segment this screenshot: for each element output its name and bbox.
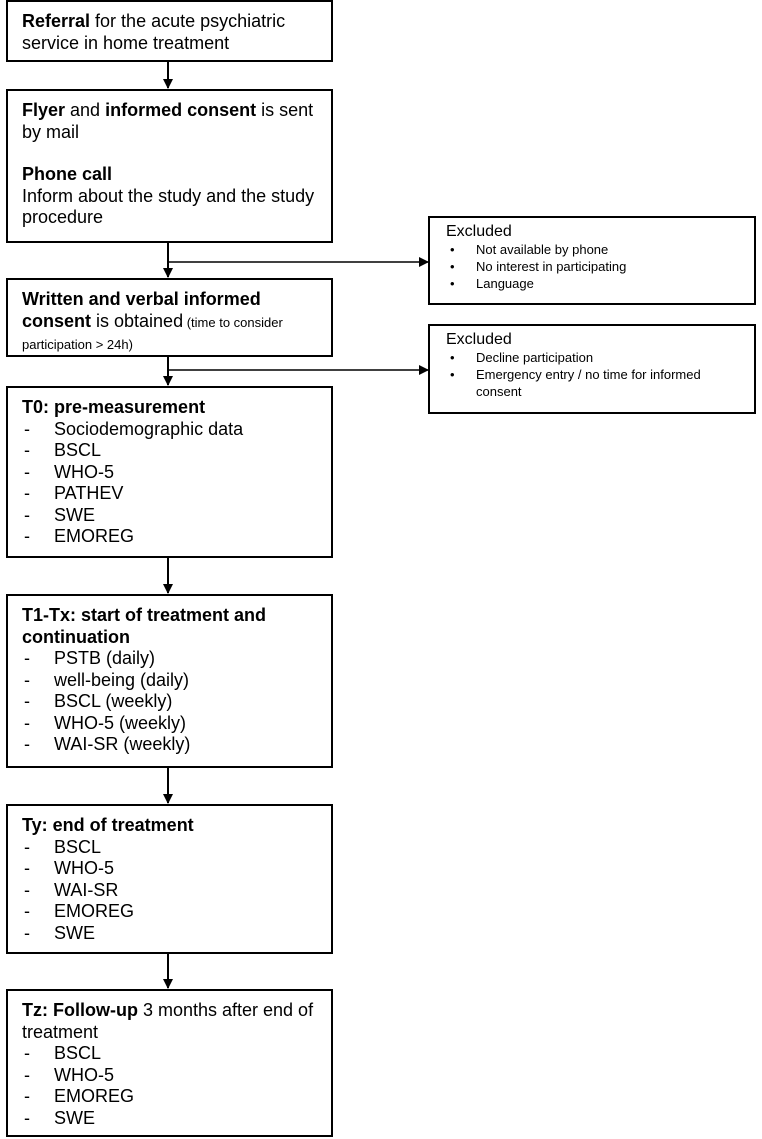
measure-item: SWE bbox=[22, 505, 319, 527]
t1-list: PSTB (daily) well-being (daily) BSCL (we… bbox=[22, 648, 319, 756]
measure-item: PSTB (daily) bbox=[22, 648, 319, 670]
measure-item: well-being (daily) bbox=[22, 670, 319, 692]
excluded-item: Decline participation bbox=[446, 349, 744, 366]
excluded-title-1: Excluded bbox=[446, 223, 512, 240]
measure-item: WHO-5 bbox=[22, 1065, 319, 1087]
measure-item: BSCL bbox=[22, 440, 319, 462]
measure-item: BSCL bbox=[22, 837, 319, 859]
measure-item: WHO-5 (weekly) bbox=[22, 713, 319, 735]
measure-item: PATHEV bbox=[22, 483, 319, 505]
excluded-title-2: Excluded bbox=[446, 331, 512, 348]
tz-title-bold: Tz: Follow-up bbox=[22, 1000, 138, 1020]
ty-list: BSCL WHO-5 WAI-SR EMOREG SWE bbox=[22, 837, 319, 945]
consent-text: is obtained bbox=[91, 310, 184, 331]
t0-list: Sociodemographic data BSCL WHO-5 PATHEV … bbox=[22, 419, 319, 548]
measure-item: EMOREG bbox=[22, 901, 319, 923]
t1-box: T1-Tx: start of treatment and continuati… bbox=[6, 594, 333, 768]
measure-item: EMOREG bbox=[22, 526, 319, 548]
consent-bold: informed consent bbox=[105, 100, 257, 120]
tz-title-rest: 3 months after end of treatment bbox=[22, 1000, 314, 1042]
flyer-bold: Flyer bbox=[22, 100, 66, 120]
ty-box: Ty: end of treatment BSCL WHO-5 WAI-SR E… bbox=[6, 804, 333, 954]
tz-list: BSCL WHO-5 EMOREG SWE bbox=[22, 1043, 319, 1129]
excluded-item: Emergency entry / no time for informed c… bbox=[446, 366, 744, 400]
t1-title: T1-Tx: start of treatment and continuati… bbox=[22, 605, 267, 647]
contact-box: Flyer and informed consent is sent by ma… bbox=[6, 89, 333, 243]
measure-item: SWE bbox=[22, 1108, 319, 1130]
flyer-rest: is sent by mail bbox=[22, 100, 314, 142]
referral-text: for the acute psychiatric service in hom… bbox=[22, 11, 286, 53]
measure-item: Sociodemographic data bbox=[22, 419, 319, 441]
phone-title: Phone call bbox=[22, 164, 113, 184]
ty-title: Ty: end of treatment bbox=[22, 815, 194, 835]
flyer-and: and bbox=[65, 100, 106, 120]
measure-item: EMOREG bbox=[22, 1086, 319, 1108]
excluded-box-1: Excluded Not available by phone No inter… bbox=[428, 216, 756, 305]
excluded-box-2: Excluded Decline participation Emergency… bbox=[428, 324, 756, 414]
excluded-item: Language bbox=[446, 275, 744, 292]
measure-item: BSCL bbox=[22, 1043, 319, 1065]
measure-item: SWE bbox=[22, 923, 319, 945]
measure-item: WAI-SR bbox=[22, 880, 319, 902]
excluded-list-2: Decline participation Emergency entry / … bbox=[446, 349, 744, 400]
t0-title: T0: pre-measurement bbox=[22, 397, 206, 417]
measure-item: WHO-5 bbox=[22, 462, 319, 484]
excluded-item: No interest in participating bbox=[446, 258, 744, 275]
consent-title: Written and verbal informed consent bbox=[22, 289, 261, 331]
t0-box: T0: pre-measurement Sociodemographic dat… bbox=[6, 386, 333, 558]
measure-item: WHO-5 bbox=[22, 858, 319, 880]
tz-box: Tz: Follow-up 3 months after end of trea… bbox=[6, 989, 333, 1137]
referral-box: Referral for the acute psychiatric servi… bbox=[6, 0, 333, 62]
measure-item: BSCL (weekly) bbox=[22, 691, 319, 713]
consent-box: Written and verbal informed consent is o… bbox=[6, 278, 333, 357]
excluded-list-1: Not available by phone No interest in pa… bbox=[446, 241, 744, 292]
excluded-item: Not available by phone bbox=[446, 241, 744, 258]
phone-text: Inform about the study and the study pro… bbox=[22, 185, 315, 228]
consent-note: (time to consider participation > 24h) bbox=[22, 314, 283, 352]
measure-item: WAI-SR (weekly) bbox=[22, 734, 319, 756]
referral-bold: Referral bbox=[22, 11, 91, 31]
